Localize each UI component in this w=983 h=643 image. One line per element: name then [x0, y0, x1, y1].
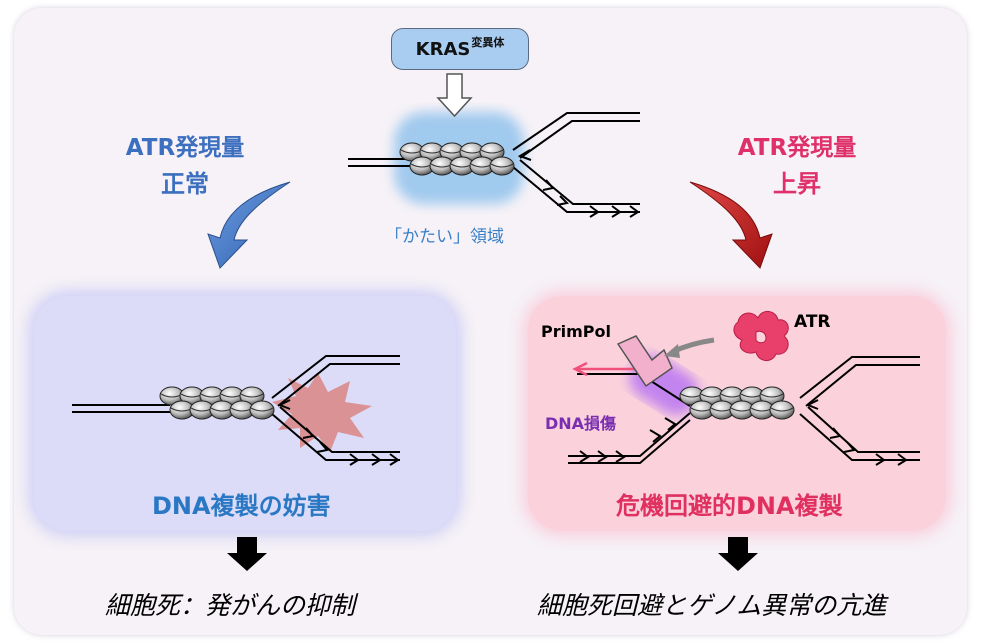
nucleosome — [489, 156, 515, 176]
nucleosome-band — [490, 163, 514, 168]
left-condition-line2: 正常 — [161, 170, 209, 198]
right-outcome: 細胞死回避とゲノム異常の亢進 — [537, 591, 887, 620]
kras-superscript: 変異体 — [471, 36, 505, 49]
nucleosome-icon — [679, 386, 795, 420]
replication-fork-icon — [72, 355, 400, 466]
right-panel-title: 危機回避的DNA複製 — [616, 492, 843, 520]
down-arrow-icon — [227, 537, 267, 571]
left-panel-title: DNA複製の妨害 — [152, 492, 331, 520]
nucleosome-icon — [399, 142, 515, 176]
nucleosome-band — [480, 149, 504, 154]
left-condition: ATR発現量 正常 — [110, 128, 260, 199]
primpol-icon — [616, 335, 673, 388]
dna-damage-label: DNA損傷 — [545, 414, 617, 433]
left-outcome: 細胞死：発がんの抑制 — [105, 591, 356, 620]
curved-arrow-icon — [689, 181, 773, 269]
atr-label: ATR — [794, 312, 831, 332]
nucleosome-band — [760, 393, 784, 398]
replication-fork-icon — [348, 112, 640, 218]
right-condition-line1: ATR発現量 — [737, 135, 857, 161]
arrowhead-icon — [664, 344, 680, 358]
nucleosome-band — [250, 407, 274, 412]
atr-protein-icon — [733, 311, 789, 361]
nucleosome — [769, 400, 795, 420]
damage-burst-icon — [272, 373, 372, 452]
down-arrow-icon — [436, 73, 473, 118]
primpol-extension-arrow-icon — [572, 361, 636, 377]
right-condition: ATR発現量 上昇 — [722, 128, 872, 199]
hard-region-label: 「かたい」領域 — [385, 227, 504, 247]
down-arrow-icon — [718, 537, 758, 571]
nucleosome-band — [770, 407, 794, 412]
right-condition-line2: 上昇 — [773, 170, 821, 198]
nucleosome-band — [240, 393, 264, 398]
curved-arrow-icon — [207, 181, 291, 269]
primpol-label: PrimPol — [541, 322, 611, 341]
replication-fork-icon — [568, 356, 920, 466]
nucleosome — [249, 400, 275, 420]
kras-label: KRAS — [415, 38, 471, 60]
nucleosome-icon — [159, 386, 275, 420]
left-condition-line1: ATR発現量 — [125, 135, 245, 161]
